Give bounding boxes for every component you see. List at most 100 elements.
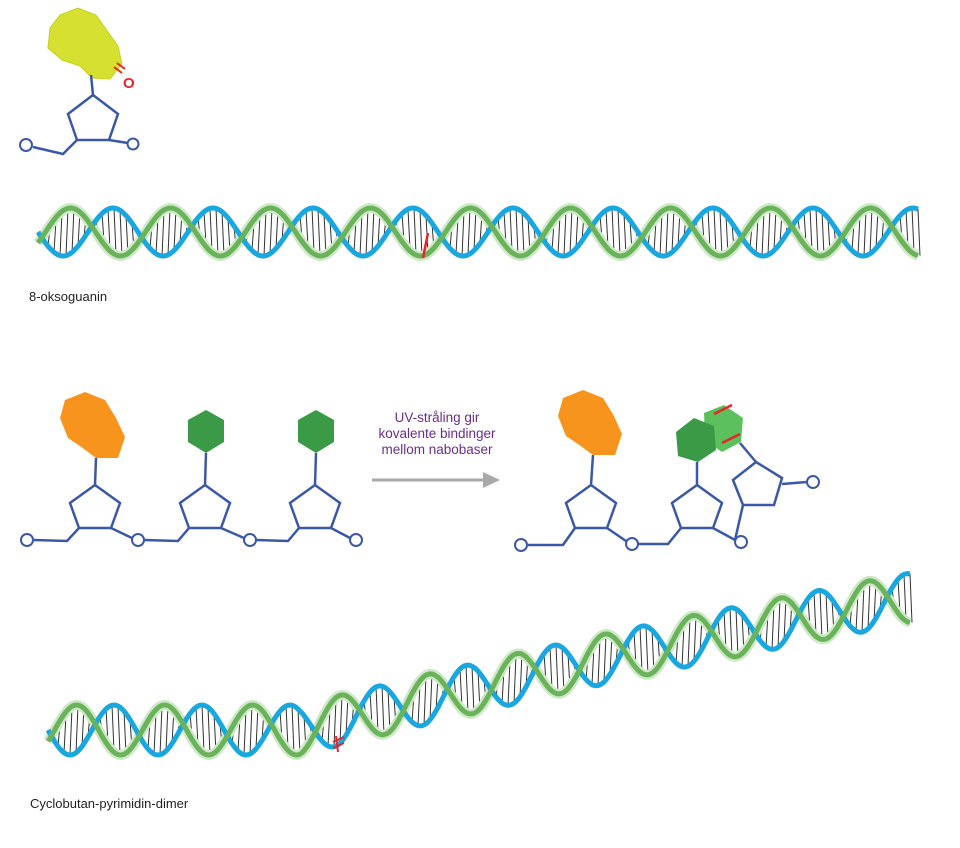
base-pair-rung — [297, 708, 301, 755]
base-pair-rung — [813, 592, 817, 635]
base-pair-rung — [215, 208, 219, 256]
base-pair-rung — [375, 686, 379, 733]
carbonyl-group: O — [113, 62, 135, 92]
base-pair-rung — [639, 626, 643, 672]
purine-base-orange — [60, 392, 125, 458]
sugar-ring — [66, 93, 120, 142]
base-pair-rung — [167, 208, 171, 255]
base-pair-rung — [519, 653, 523, 697]
base-pair-rung — [719, 210, 723, 257]
base-pair-rung — [107, 209, 111, 249]
base-pair-rung — [905, 210, 909, 247]
caption-line-3: mellom nabobaser — [381, 442, 493, 457]
dimer-label: Cyclobutan-pyrimidin-dimer — [30, 796, 189, 811]
base-pair-rung — [681, 624, 685, 667]
base-pair-rung — [111, 705, 115, 751]
base-pair-rung — [645, 626, 649, 675]
nucleotide-chain-before — [20, 392, 363, 547]
base-pair-rung — [209, 208, 213, 251]
base-pair-rung — [417, 683, 421, 726]
hydroxyl-circle — [349, 533, 363, 547]
dna-helix-bent — [43, 571, 913, 761]
base-pair-rung — [507, 660, 511, 706]
phosphate-circle — [243, 533, 257, 547]
oxygen-atom: O — [123, 75, 135, 92]
base-pair-rung — [771, 604, 775, 650]
base-pair-rung — [707, 209, 711, 249]
purine-base-orange — [558, 390, 622, 455]
base-pair-rung — [333, 699, 337, 747]
base-pair-rung — [263, 209, 267, 256]
dimer-lesion-mark — [332, 735, 345, 753]
hydroxyl-circle — [126, 137, 140, 151]
base-pair-rung — [159, 706, 163, 755]
base-pair-rung — [713, 208, 717, 255]
cyclobutane-bond — [713, 403, 733, 416]
base-pair-rung — [903, 574, 907, 620]
base-pair-rung — [371, 208, 375, 253]
base-pair-rung — [473, 208, 477, 251]
pyrimidine-base-green — [298, 410, 334, 453]
oxoguanine-label: 8-oksoguanin — [29, 289, 108, 304]
base-pair-rung — [429, 673, 433, 720]
cyclobutane-bond — [721, 432, 741, 445]
base-pair-rung — [59, 213, 63, 256]
base-pair-rung — [471, 666, 475, 714]
base-pair-rung — [381, 686, 385, 735]
phosphate-circle — [20, 533, 34, 547]
base-pair-rung — [861, 584, 865, 633]
phosphate-circle — [19, 138, 33, 152]
dna-strand-green — [35, 205, 919, 259]
base-pair-rung — [359, 213, 363, 256]
base-pair-rung — [423, 676, 427, 725]
base-pair-rung — [119, 210, 123, 257]
base-pair-rung — [723, 611, 727, 650]
base-pair-rung — [869, 207, 873, 254]
base-pair-rung — [557, 215, 561, 255]
base-pair-rung — [257, 215, 261, 255]
base-pair-rung — [113, 208, 117, 255]
base-pair-rung — [249, 705, 253, 755]
base-pair-rung — [825, 593, 829, 639]
base-pair-rung — [687, 617, 691, 667]
base-pair-rung — [339, 695, 343, 744]
base-pair-rung — [269, 207, 273, 254]
phosphate-circle — [131, 533, 145, 547]
reaction-arrow — [372, 472, 500, 488]
oxoguanine-nucleotide: O — [19, 7, 140, 156]
base-pair-rung — [729, 607, 733, 656]
base-pair-rung — [467, 208, 471, 255]
base-pair-rung — [735, 608, 739, 657]
phosphate-circle — [514, 538, 528, 552]
base-pair-rung — [365, 208, 369, 256]
base-pair-rung — [207, 707, 211, 755]
base-pair-rung — [201, 704, 205, 753]
pyrimidine-dimer-base-dark — [676, 418, 716, 462]
base-pair-rung — [65, 208, 69, 256]
base-pair-rung — [561, 647, 565, 694]
base-pair-rung — [461, 211, 465, 256]
base-pair-rung — [513, 654, 517, 704]
base-pair-rung — [311, 208, 315, 253]
base-pair-rung — [153, 711, 157, 755]
oxoguanine-lesion-mark — [421, 232, 430, 259]
base-pair-rung — [509, 208, 513, 251]
base-pair-rung — [863, 209, 867, 256]
base-pair-rung — [611, 208, 615, 253]
reaction-caption: UV-stråling gir kovalente bindinger mell… — [357, 410, 517, 458]
base-pair-rung — [821, 211, 825, 256]
base-pair-rung — [221, 211, 225, 256]
base-pair-rung — [917, 209, 921, 256]
pyrimidine-base-green — [188, 410, 224, 453]
base-pair-rung — [155, 217, 159, 254]
base-pair-rung — [783, 597, 787, 642]
base-pair-rung — [555, 644, 559, 694]
base-pair-rung — [165, 705, 169, 752]
sugar-ring — [178, 483, 232, 530]
base-pair-rung — [117, 705, 121, 755]
base-pair-rung — [857, 215, 861, 255]
base-pair-rung — [671, 208, 675, 253]
sugar-ring — [670, 483, 724, 530]
base-pair-rung — [911, 208, 915, 253]
